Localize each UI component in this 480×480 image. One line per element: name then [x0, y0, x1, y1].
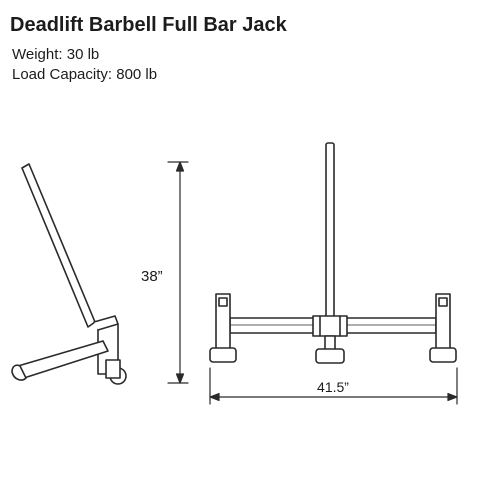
height-dimension-label: 38”	[141, 268, 163, 285]
side-view	[11, 163, 127, 385]
height-dimension-line	[167, 161, 189, 384]
width-dimension-label: 41.5”	[317, 379, 349, 395]
width-dimension-line	[209, 367, 458, 405]
front-view	[209, 142, 457, 364]
load-capacity-spec: Load Capacity: 800 lb	[12, 66, 158, 83]
product-title: Deadlift Barbell Full Bar Jack	[10, 14, 287, 36]
weight-spec: Weight: 30 lb	[12, 46, 100, 63]
